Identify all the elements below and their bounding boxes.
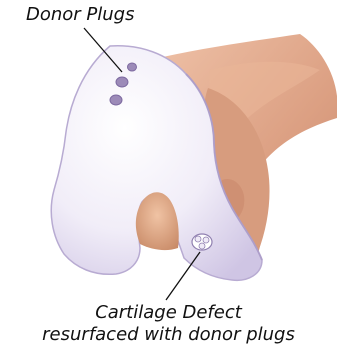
donor-plugs-label: Donor Plugs: [26, 4, 134, 26]
donor-plug-2: [128, 63, 137, 71]
defect-label-line1: Cartilage Defect: [0, 302, 337, 324]
defect-label-line2: resurfaced with donor plugs: [0, 324, 337, 346]
cartilage-defect-label: Cartilage Defect resurfaced with donor p…: [0, 302, 337, 346]
defect-leader: [166, 252, 200, 300]
donor-plug-1: [116, 77, 128, 87]
donor-plug-3: [110, 95, 122, 105]
resurfaced-defect: [192, 234, 212, 250]
